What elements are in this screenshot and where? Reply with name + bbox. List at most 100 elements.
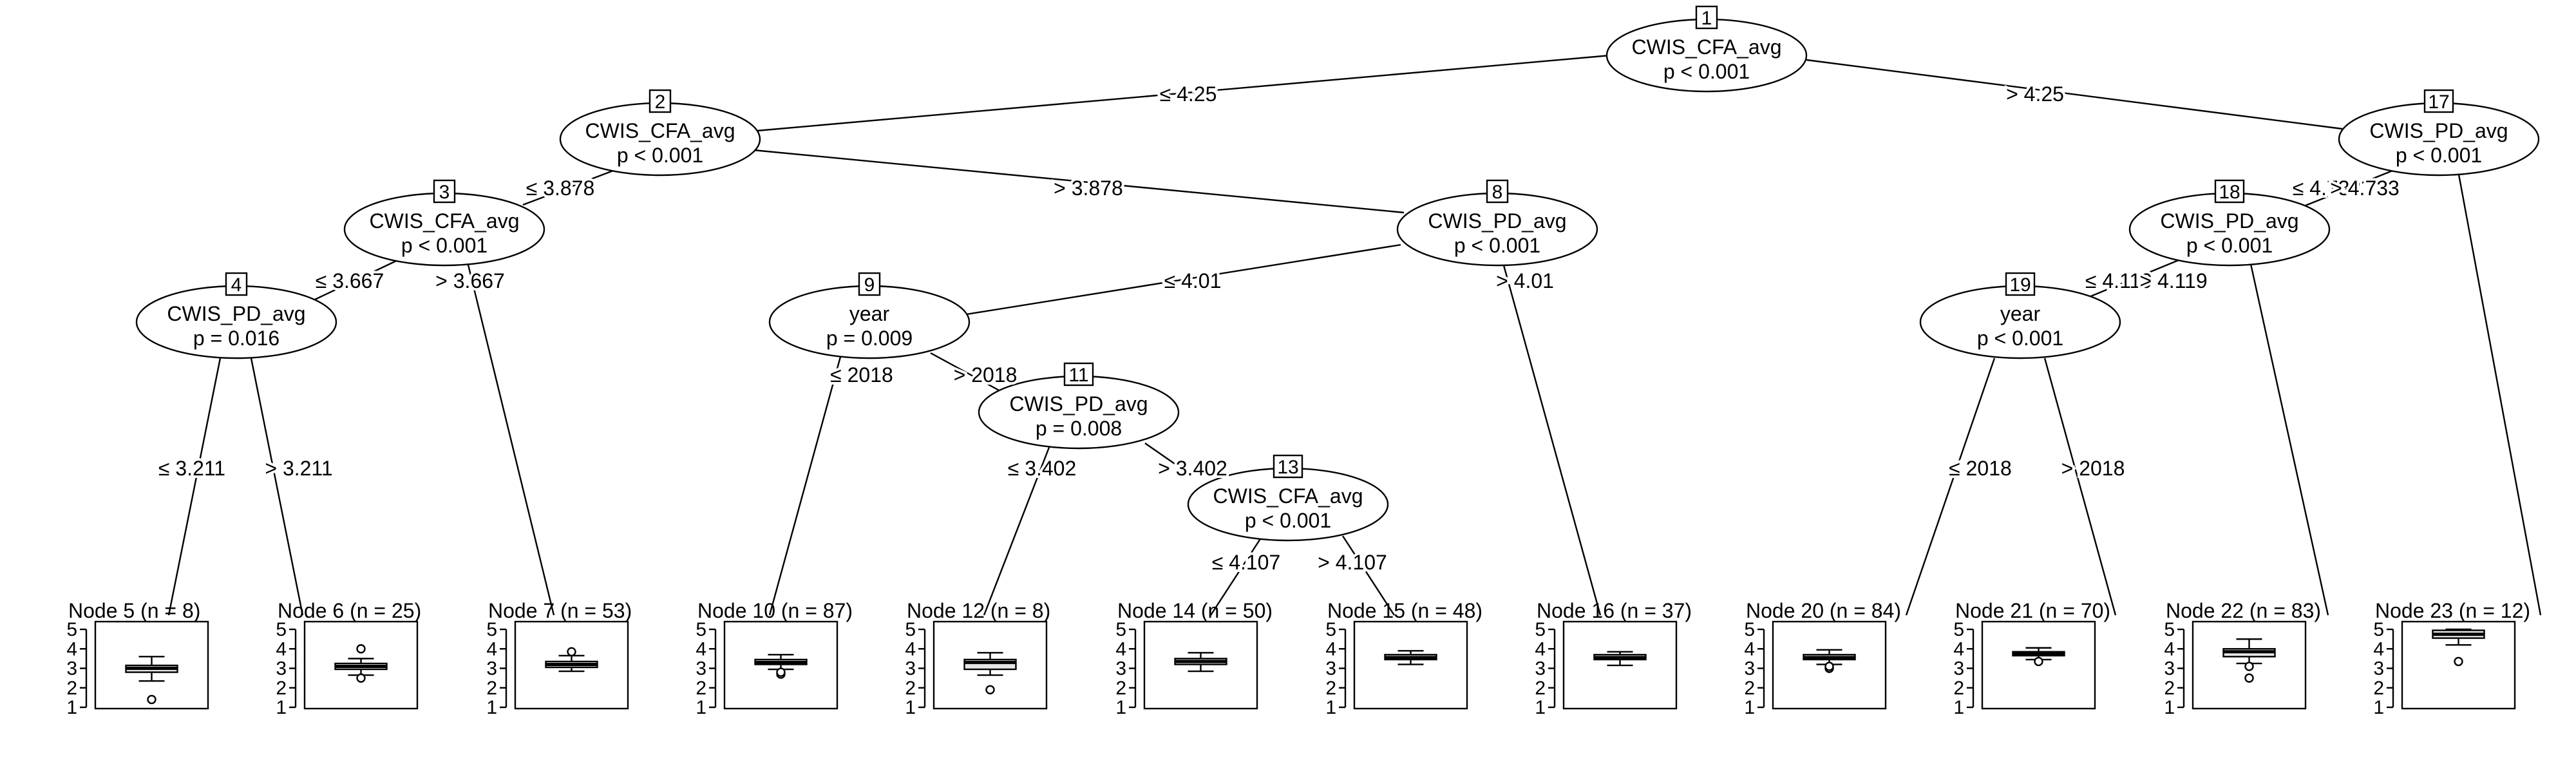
node-number: 4 — [231, 274, 242, 296]
node-number-box — [2214, 179, 2245, 204]
y-tick-label: 5 — [905, 619, 916, 640]
edge-9-11 — [930, 352, 1002, 393]
split-variable: year — [849, 302, 890, 325]
split-variable: year — [2000, 302, 2041, 325]
node-number-box — [2005, 272, 2036, 296]
outlier-point — [1824, 662, 1834, 671]
y-tick-label: 1 — [1325, 697, 1336, 718]
y-tick-label: 2 — [2164, 678, 2175, 699]
y-tick-label: 3 — [66, 658, 77, 680]
p-value: p < 0.001 — [401, 234, 488, 257]
node-number-box — [2423, 89, 2454, 113]
p-value: p = 0.008 — [1036, 417, 1122, 440]
terminal-node-title: Node 7 (n = 53) — [488, 599, 632, 622]
y-tick-label: 2 — [486, 678, 497, 699]
p-value: p < 0.001 — [1977, 327, 2063, 350]
y-tick-label: 1 — [1115, 697, 1126, 718]
y-tick-label: 4 — [1744, 638, 1755, 660]
y-tick-label: 3 — [2164, 658, 2175, 680]
y-tick-label: 5 — [276, 619, 287, 640]
y-tick-label: 5 — [2164, 619, 2175, 640]
split-variable: CWIS_CFA_avg — [370, 209, 520, 233]
outlier-point — [2244, 673, 2254, 683]
y-tick-label: 5 — [66, 619, 77, 640]
node-number-box — [1695, 5, 1718, 30]
edge-17-23 — [2458, 174, 2542, 616]
node-number: 11 — [1068, 365, 1088, 386]
edge-label-9-10: ≤ 2018 — [830, 363, 893, 386]
y-tick-label: 2 — [905, 678, 916, 699]
p-value: p < 0.001 — [1245, 509, 1331, 532]
split-variable: CWIS_CFA_avg — [1632, 35, 1782, 59]
node-number: 1 — [1701, 8, 1712, 29]
y-tick-label: 5 — [1535, 619, 1546, 640]
y-tick-label: 2 — [1115, 678, 1126, 699]
terminal-node-title: Node 12 (n = 8) — [907, 599, 1050, 622]
outlier-point — [776, 667, 786, 677]
edge-11-13 — [1144, 443, 1192, 476]
edge-labels-layer: ≤ 4.25> 4.25≤ 3.878> 3.878≤ 3.667> 3.667… — [156, 80, 2402, 577]
edge-18-22 — [2249, 263, 2329, 616]
y-tick-label: 5 — [2373, 619, 2384, 640]
edge-label-8-16: > 4.01 — [1496, 269, 1554, 292]
edges-layer — [167, 54, 2542, 616]
edge-label-17-18: ≤ 4.733 — [2293, 177, 2362, 200]
node-number-box — [1273, 454, 1303, 479]
terminal-node-title: Node 10 (n = 87) — [697, 599, 853, 622]
y-tick-label: 1 — [486, 697, 497, 718]
y-tick-label: 3 — [486, 658, 497, 680]
edge-label-1-17: > 4.25 — [2006, 82, 2064, 106]
node-number: 18 — [2219, 182, 2240, 203]
edge-label-19-21: > 2018 — [2061, 457, 2125, 480]
edge-label-2-8: > 3.878 — [1054, 177, 1123, 200]
node-number-box — [225, 272, 248, 296]
edge-label-9-11: > 2018 — [954, 363, 1018, 386]
y-tick-label: 2 — [276, 678, 287, 699]
edge-label-3-7: > 3.667 — [435, 269, 505, 292]
terminal-node-title: Node 15 (n = 48) — [1327, 599, 1482, 622]
edge-9-10 — [768, 356, 842, 616]
terminal-node-title: Node 20 (n = 84) — [1746, 599, 1901, 622]
split-variable: CWIS_PD_avg — [1009, 392, 1148, 415]
y-tick-label: 3 — [1744, 658, 1755, 680]
edge-label-18-19: ≤ 4.119 — [2085, 269, 2152, 292]
node-number: 3 — [439, 182, 450, 203]
split-variable: CWIS_PD_avg — [1428, 209, 1566, 233]
node-number: 17 — [2428, 91, 2449, 113]
y-tick-label: 5 — [1115, 619, 1126, 640]
y-tick-label: 1 — [2164, 697, 2175, 718]
y-tick-label: 5 — [696, 619, 706, 640]
y-tick-label: 5 — [486, 619, 497, 640]
edge-1-17 — [1806, 59, 2343, 130]
y-tick-label: 3 — [1325, 658, 1336, 680]
y-tick-label: 4 — [2164, 638, 2175, 660]
p-value: p < 0.001 — [2186, 234, 2273, 257]
y-tick-label: 4 — [486, 638, 497, 660]
edge-label-18-22: > 4.119 — [2139, 269, 2207, 292]
terminal-node-title: Node 22 (n = 83) — [2166, 599, 2321, 622]
node-number-box — [858, 272, 881, 296]
y-tick-label: 3 — [2373, 658, 2384, 680]
y-tick-label: 4 — [1953, 638, 1964, 660]
edge-3-7 — [466, 259, 555, 616]
y-tick-label: 4 — [905, 638, 916, 660]
edge-label-13-15: > 4.107 — [1318, 551, 1387, 574]
p-value: p = 0.016 — [193, 327, 279, 350]
y-tick-label: 3 — [1953, 658, 1964, 680]
y-tick-label: 2 — [1535, 678, 1546, 699]
y-tick-label: 4 — [2373, 638, 2384, 660]
edge-8-16 — [1502, 265, 1602, 616]
y-tick-label: 2 — [1744, 678, 1755, 699]
y-tick-label: 2 — [1325, 678, 1336, 699]
p-value: p = 0.009 — [826, 327, 913, 350]
node-number-box — [1486, 179, 1509, 204]
